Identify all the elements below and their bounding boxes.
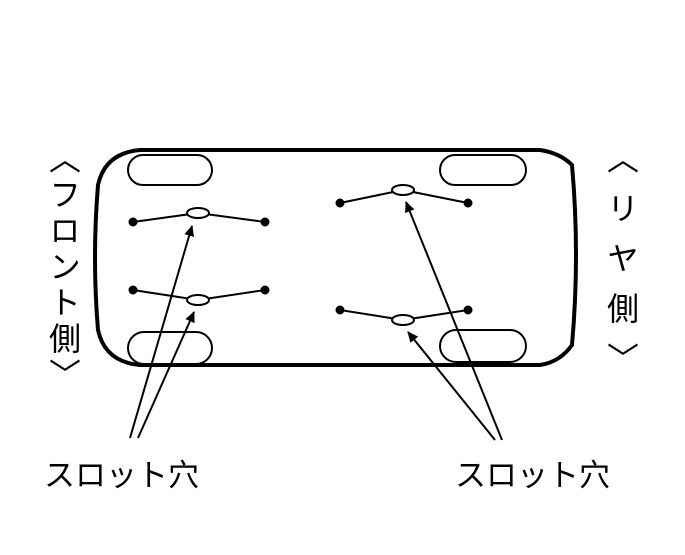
- arrow-rear-upper: [405, 201, 503, 441]
- rear-left-wheel: [439, 154, 527, 186]
- rear-lower-link: [335, 305, 473, 326]
- front-right-wheel: [127, 331, 213, 365]
- rear-side-label: 〈リヤ側〉: [602, 142, 640, 392]
- front-side-label: 〈フロント側〉: [44, 142, 82, 394]
- rear-upper-link: [335, 184, 473, 208]
- slot-hole-label-rear: スロット穴: [455, 458, 610, 494]
- front-upper-link: [128, 207, 270, 227]
- car-body-outline: [93, 148, 578, 367]
- rear-right-wheel: [439, 329, 527, 363]
- slot-hole: [186, 207, 210, 219]
- arrow-rear-lower: [407, 331, 496, 441]
- slot-hole-label-front: スロット穴: [44, 458, 199, 494]
- slot-hole: [186, 294, 210, 306]
- arrow-front-upper: [129, 225, 194, 439]
- arrow-front-lower: [137, 311, 195, 439]
- front-left-wheel: [127, 154, 213, 186]
- front-lower-link: [128, 285, 270, 306]
- slot-hole: [391, 314, 415, 326]
- slot-hole: [391, 184, 415, 196]
